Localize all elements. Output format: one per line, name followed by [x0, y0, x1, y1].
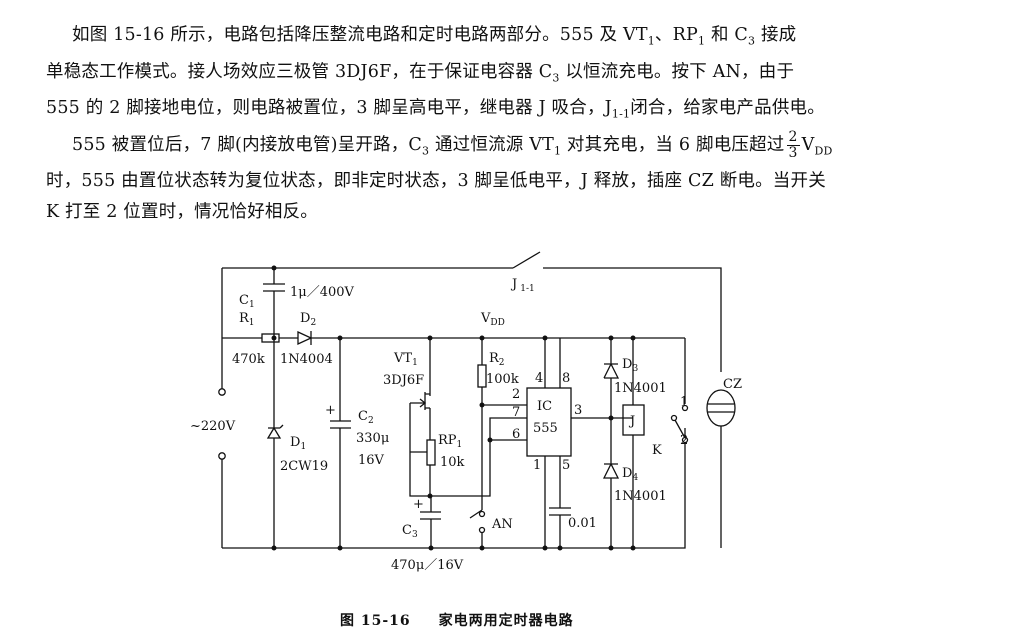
svg-text:VDD: VDD — [480, 311, 505, 328]
svg-text:470k: 470k — [232, 352, 265, 367]
svg-text:2: 2 — [512, 387, 520, 402]
svg-text:1N4001: 1N4001 — [614, 489, 667, 504]
svg-text:CZ: CZ — [723, 377, 742, 392]
svg-text:VT1: VT1 — [393, 351, 418, 368]
svg-text:3: 3 — [574, 403, 582, 418]
text-line-5: 时，555 由置位状态转为复位状态，即非定时状态，3 脚呈低电平，J 释放，插座… — [46, 171, 826, 191]
r2-resistor — [477, 364, 487, 388]
svg-text:3DJ6F: 3DJ6F — [383, 373, 424, 388]
figure-title: 家电两用定时器电路 — [438, 613, 574, 629]
body-text: 如图 15-16 所示，电路包括降压整流电路和定时电路两部分。555 及 VT1… — [46, 20, 946, 228]
svg-text:16V: 16V — [358, 453, 385, 468]
svg-text:6: 6 — [512, 427, 520, 442]
text-line-2: 单稳态工作模式。接人场效应三极管 3DJ6F，在于保证电容器 C3 以恒流充电。… — [46, 61, 795, 85]
text-line-4: 555 被置位后，7 脚(内接放电管)呈开路，C3 通过恒流源 VT1 对其充电… — [72, 128, 833, 161]
svg-text:C2: C2 — [358, 409, 374, 426]
svg-text:R1: R1 — [239, 311, 255, 328]
svg-text:2: 2 — [680, 433, 688, 448]
svg-text:10k: 10k — [440, 455, 465, 470]
junction-dots — [271, 265, 636, 551]
d4-diode — [602, 418, 620, 548]
svg-text:IC: IC — [537, 399, 552, 414]
svg-text:0.01: 0.01 — [568, 516, 597, 531]
top-wire — [222, 267, 722, 372]
svg-text:D2: D2 — [300, 311, 316, 328]
k-switch — [674, 338, 686, 439]
svg-text:555: 555 — [533, 421, 558, 436]
d1-zener — [266, 338, 284, 548]
svg-text:5: 5 — [562, 458, 570, 473]
svg-text:7: 7 — [512, 405, 520, 420]
svg-text:+: + — [413, 497, 424, 512]
svg-text:4: 4 — [535, 371, 543, 386]
c2-cap — [330, 338, 351, 548]
svg-text:AN: AN — [491, 517, 513, 532]
svg-text:J: J — [628, 414, 635, 429]
svg-text:470μ／16V: 470μ／16V — [391, 558, 464, 573]
svg-text:1μ／400V: 1μ／400V — [290, 285, 355, 300]
svg-text:C1: C1 — [239, 293, 255, 310]
svg-text:D3: D3 — [622, 357, 638, 374]
c4-cap — [549, 507, 571, 548]
svg-text:1N4004: 1N4004 — [280, 352, 333, 367]
svg-text:D4: D4 — [622, 466, 638, 483]
cz-socket — [706, 389, 736, 427]
svg-text:8: 8 — [562, 371, 570, 386]
an-button — [469, 405, 483, 548]
svg-text:1: 1 — [680, 395, 688, 410]
c1-cap — [263, 268, 285, 338]
svg-text:D1: D1 — [290, 435, 306, 452]
c3-cap — [420, 511, 441, 548]
svg-text:C3: C3 — [402, 523, 418, 540]
svg-text:100k: 100k — [486, 372, 519, 387]
figure-number: 图 15-16 — [340, 613, 411, 629]
text-line-3: 555 的 2 脚接地电位，则电路被置位，3 脚呈高电平，继电器 J 吸合，J1… — [46, 98, 825, 121]
vt1-fet — [409, 338, 431, 497]
svg-text:330μ: 330μ — [356, 431, 389, 446]
r1-resistor — [261, 333, 280, 343]
bottom-rail — [222, 440, 686, 549]
svg-text:2CW19: 2CW19 — [280, 459, 328, 474]
relay-contact — [512, 251, 541, 269]
svg-text:J1-1: J1-1 — [510, 277, 535, 294]
ac-terminal-bottom — [218, 452, 226, 460]
ic-555 — [526, 387, 572, 457]
svg-text:1N4001: 1N4001 — [614, 381, 667, 396]
d3-diode — [603, 338, 620, 418]
text-line-1: 如图 15-16 所示，电路包括降压整流电路和定时电路两部分。555 及 VT1… — [72, 25, 797, 48]
svg-text:RP1: RP1 — [438, 433, 462, 450]
svg-text:+: + — [325, 403, 336, 418]
svg-text:1: 1 — [533, 458, 541, 473]
ac-terminal-top — [218, 388, 226, 396]
figure-caption: 图 15-16 家电两用定时器电路 — [340, 610, 574, 630]
svg-text:R2: R2 — [489, 351, 505, 368]
d2-diode — [297, 330, 313, 346]
rp1-pot — [426, 439, 436, 466]
text-line-6: K 打至 2 位置时，情况恰好相反。 — [46, 202, 318, 222]
svg-text:K: K — [652, 443, 662, 458]
svg-text:~220V: ~220V — [190, 419, 236, 434]
